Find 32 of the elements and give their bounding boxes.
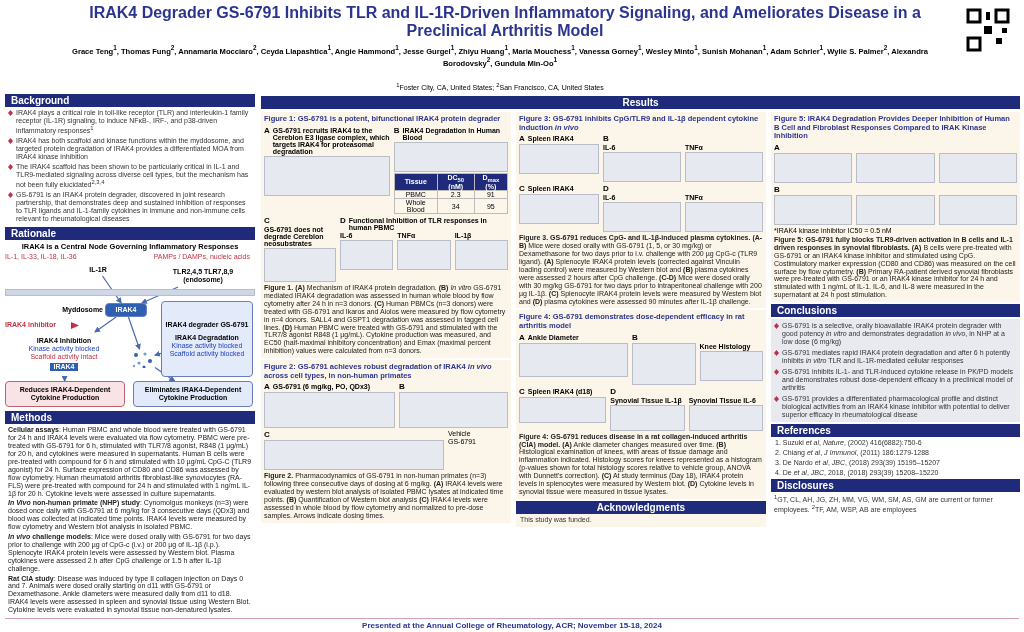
section-header: References — [771, 423, 1020, 437]
panel-letter: A — [264, 382, 270, 392]
arrow — [101, 275, 122, 305]
section-header: Results — [261, 96, 1020, 109]
panel-letter: B — [398, 382, 405, 392]
arrow — [127, 316, 141, 351]
panel-letter: C — [519, 386, 525, 396]
poster-title: IRAK4 Degrader GS-6791 Inhibits TLR and IL-1R-Driven Inflammatory Signaling, and Ameliorates Disease in a Preclinical Arthritis Model — [88, 4, 922, 41]
panel-letter: C — [264, 216, 270, 225]
arrow — [94, 316, 117, 333]
section-header: Rationale — [5, 227, 255, 241]
arrow — [154, 351, 162, 357]
footer-text: Presented at the Annual College of Rheumatology, ACR; November 15-18, 2024 — [361, 621, 663, 630]
panel-letter: C — [264, 430, 270, 440]
section-header: Acknowledgments — [516, 500, 766, 514]
panel-letter: B — [774, 184, 780, 194]
panel-letter: A — [519, 332, 525, 342]
panel-letter: A — [774, 142, 780, 152]
section-header: Disclosures — [771, 478, 1020, 492]
section-header: Conclusions — [771, 304, 1020, 318]
panel-letter: D — [610, 386, 617, 396]
arrow — [61, 375, 68, 383]
panel-letter: A — [519, 134, 525, 144]
panel-letter: C — [519, 184, 525, 194]
section-header: Background — [5, 94, 255, 107]
panel-letter: D — [603, 184, 609, 194]
panel-letter: B — [632, 332, 638, 342]
section-header: Methods — [5, 411, 255, 425]
panel-letter: A — [264, 125, 270, 135]
panel-letter: B — [393, 125, 400, 135]
panel-letter: D — [340, 216, 346, 225]
panel-letter: B — [603, 134, 609, 144]
